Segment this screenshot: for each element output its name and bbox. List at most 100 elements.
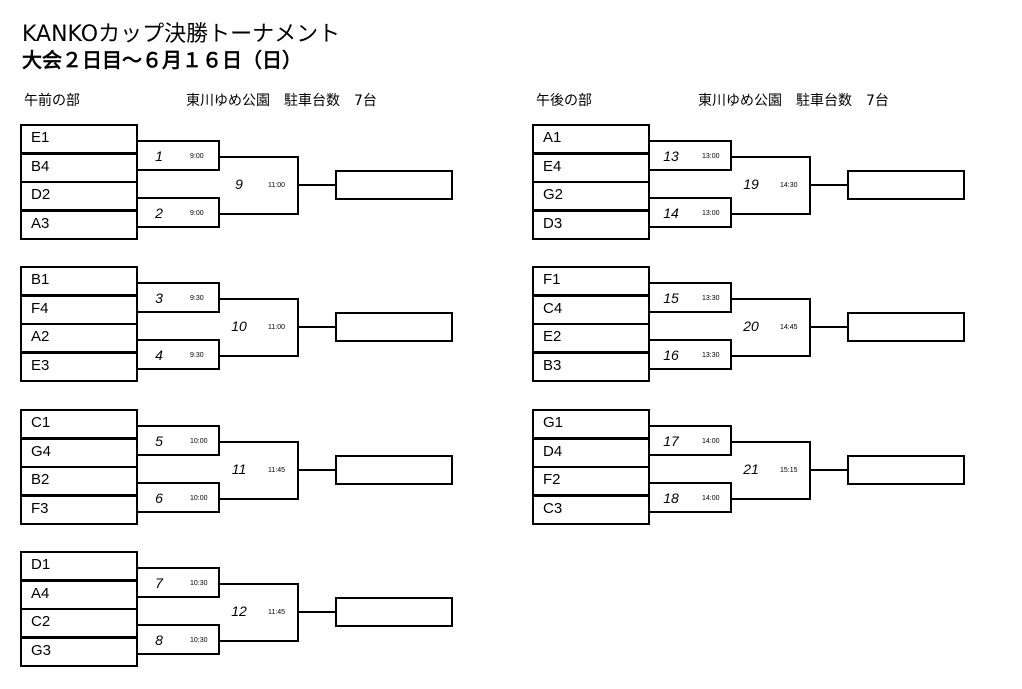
bracket-line (136, 225, 218, 228)
match-number: 17 (663, 432, 679, 449)
team-slot: F3 (20, 494, 138, 525)
final-match-number: 19 (743, 176, 759, 192)
match-number: 13 (663, 147, 679, 164)
bracket-line (811, 326, 848, 328)
bracket-line (648, 453, 730, 456)
bracket-line (136, 425, 218, 428)
bracket-line (648, 425, 730, 428)
bracket-line (136, 453, 218, 456)
bracket-line (218, 624, 220, 655)
team-slot: B2 (20, 466, 138, 496)
bracket-line (299, 611, 336, 613)
match-number: 18 (663, 489, 679, 506)
bracket-line (648, 140, 730, 143)
bracket-line (648, 482, 730, 485)
final-match-number: 12 (231, 603, 247, 619)
bracket-line (732, 155, 809, 158)
match-number: 3 (155, 289, 163, 306)
final-match-time: 14:30 (780, 182, 798, 189)
match-time: 9:30 (190, 351, 204, 359)
bracket-line (730, 425, 732, 456)
team-slot: C4 (532, 294, 650, 325)
bracket-line (730, 339, 732, 370)
bracket-line (218, 339, 220, 370)
bracket-line (297, 297, 299, 357)
bracket-line (809, 440, 811, 500)
page-subtitle: 大会２日目～６月１６日（日） (22, 48, 302, 72)
team-slot: B3 (532, 351, 650, 382)
bracket-line (732, 212, 809, 215)
team-slot: G4 (20, 437, 138, 468)
match-time: 13:00 (702, 152, 720, 160)
bracket-line (730, 482, 732, 513)
final-match-number: 11 (231, 461, 247, 477)
bracket-line (136, 595, 218, 598)
bracket-line (218, 567, 220, 598)
match-time: 13:30 (702, 294, 720, 302)
match-time: 10:30 (190, 636, 208, 644)
match-number: 14 (663, 204, 679, 221)
winner-box (847, 312, 965, 342)
team-slot: C3 (532, 494, 650, 525)
bracket-line (732, 497, 809, 500)
morning-venue-label: 東川ゆめ公園 駐車台数 7台 (186, 93, 377, 109)
team-slot: F4 (20, 294, 138, 325)
bracket-line (136, 168, 218, 171)
team-slot: G1 (532, 409, 650, 439)
match-time: 10:00 (190, 437, 208, 445)
bracket-line (730, 282, 732, 313)
final-match-number: 20 (743, 318, 759, 334)
bracket-line (220, 497, 297, 500)
team-slot: F1 (532, 266, 650, 296)
bracket-line (220, 582, 297, 585)
bracket-line (136, 567, 218, 570)
team-slot: D3 (532, 209, 650, 240)
bracket-line (299, 184, 336, 186)
winner-box (335, 312, 453, 342)
bracket-line (648, 367, 730, 370)
match-number: 15 (663, 289, 679, 306)
bracket-line (297, 582, 299, 642)
match-time: 14:00 (702, 437, 720, 445)
winner-box (335, 170, 453, 200)
winner-box (847, 170, 965, 200)
bracket-line (218, 197, 220, 228)
team-slot: F2 (532, 466, 650, 496)
winner-box (335, 455, 453, 485)
bracket-line (811, 184, 848, 186)
bracket-line (732, 297, 809, 300)
final-match-time: 11:45 (268, 609, 285, 616)
bracket-line (732, 354, 809, 357)
final-match-time: 11:00 (268, 324, 285, 331)
team-slot: G2 (532, 181, 650, 211)
match-time: 9:00 (190, 209, 204, 217)
bracket-line (648, 510, 730, 513)
bracket-line (648, 339, 730, 342)
bracket-line (136, 624, 218, 627)
team-slot: E2 (532, 323, 650, 353)
final-match-number: 21 (743, 461, 759, 477)
match-number: 4 (155, 346, 163, 363)
final-match-time: 14:45 (780, 324, 798, 331)
team-slot: A2 (20, 323, 138, 353)
bracket-line (218, 282, 220, 313)
match-time: 13:30 (702, 351, 720, 359)
bracket-line (730, 197, 732, 228)
team-slot: E3 (20, 351, 138, 382)
team-slot: D2 (20, 181, 138, 211)
match-time: 10:30 (190, 579, 208, 587)
team-slot: A4 (20, 579, 138, 610)
team-slot: E1 (20, 124, 138, 154)
team-slot: E4 (532, 152, 650, 183)
bracket-line (648, 282, 730, 285)
page-title: KANKOカップ決勝トーナメント (22, 22, 341, 47)
match-time: 14:00 (702, 494, 720, 502)
match-number: 1 (155, 147, 163, 164)
bracket-line (811, 469, 848, 471)
bracket-line (220, 297, 297, 300)
match-time: 10:00 (190, 494, 208, 502)
bracket-line (220, 212, 297, 215)
bracket-line (299, 326, 336, 328)
bracket-line (809, 155, 811, 215)
bracket-line (220, 440, 297, 443)
